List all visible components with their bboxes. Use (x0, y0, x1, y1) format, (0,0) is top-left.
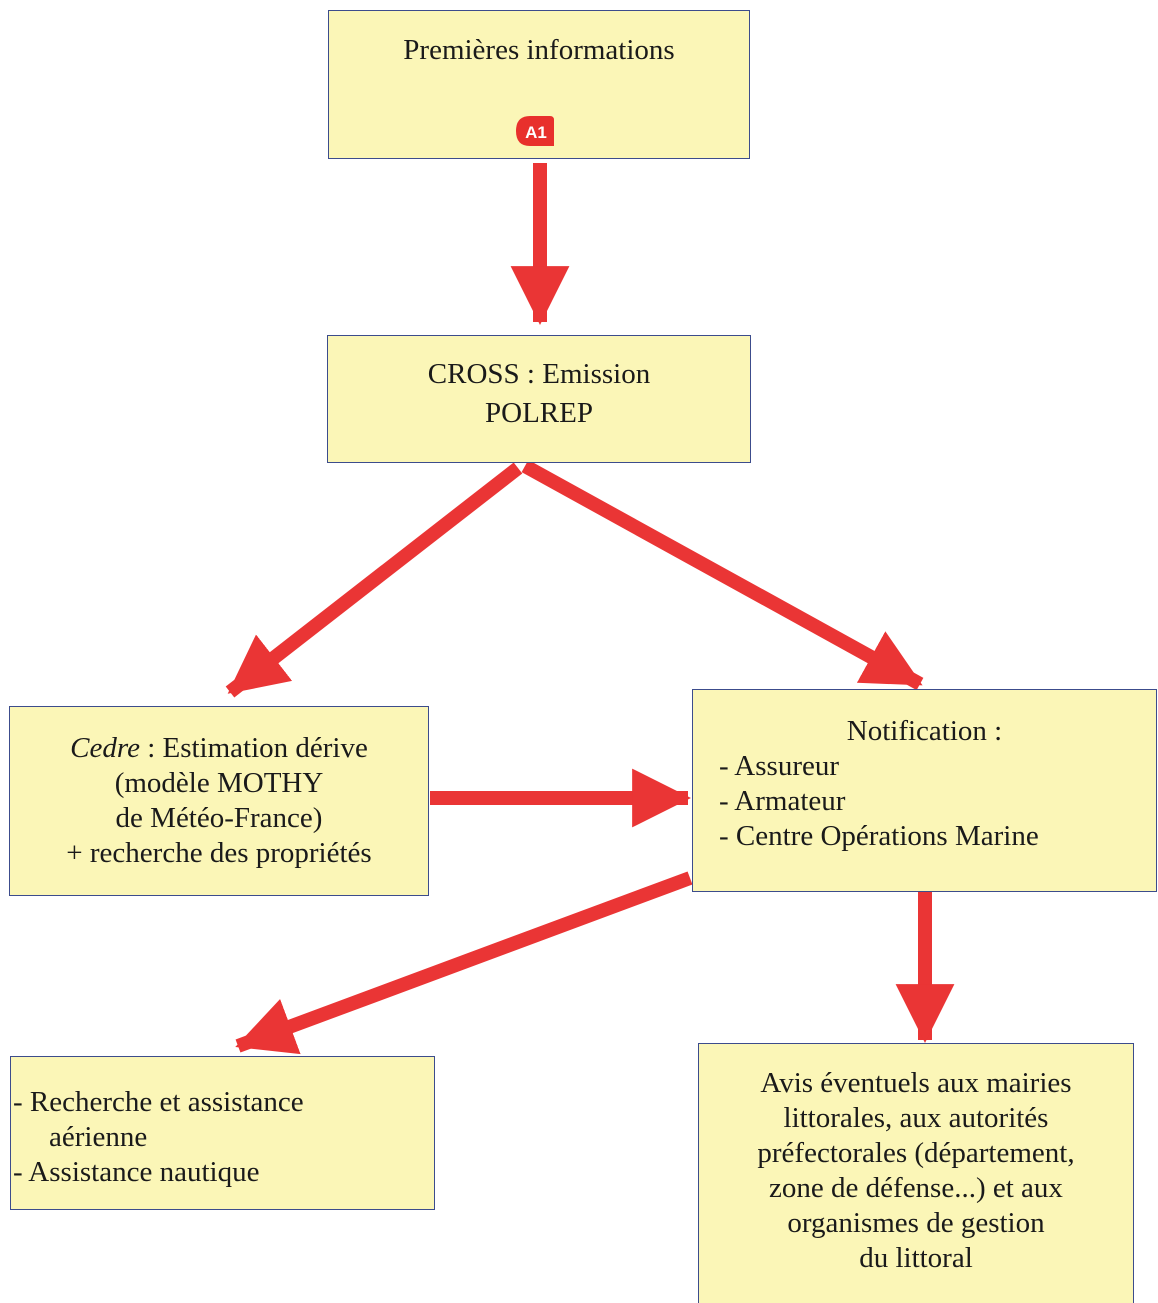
cedre-line-1-rest: : Estimation dérive (139, 732, 368, 764)
arrow-cross-to-notification (521, 459, 924, 691)
box-search-assistance: - Recherche et assistance aérienne - Ass… (10, 1056, 435, 1210)
cedre-line-2: (modèle MOTHY (114, 767, 324, 799)
notification-item-armateur: - Armateur (719, 785, 846, 817)
notification-title: Notification : (846, 715, 1003, 747)
box-avis-eventuels: Avis éventuels aux mairies littorales, a… (698, 1043, 1134, 1303)
avis-line-5: organismes de gestion (787, 1207, 1045, 1239)
a1-badge: A1 (512, 112, 556, 150)
search-line-1: - Recherche et assistance (13, 1086, 304, 1118)
notification-item-assureur: - Assureur (719, 750, 840, 782)
search-line-3: - Assistance nautique (13, 1156, 260, 1188)
avis-line-1: Avis éventuels aux mairies (760, 1067, 1072, 1099)
avis-line-6: du littoral (859, 1242, 973, 1274)
box-cedre-estimation: Cedre : Estimation dérive (modèle MOTHY … (9, 706, 429, 896)
box-cross-polrep: CROSS : Emission POLREP (327, 335, 751, 463)
first-information-title: Premières informations (403, 34, 675, 66)
cedre-line-4: + recherche des propriétés (66, 837, 372, 869)
cross-line-1: CROSS : Emission (427, 358, 651, 390)
cedre-line-3: de Météo-France) (115, 802, 323, 834)
avis-line-2: littorales, aux autorités (783, 1102, 1049, 1134)
a1-badge-label: A1 (525, 123, 547, 142)
notification-item-centre-operations: - Centre Opérations Marine (719, 820, 1039, 852)
cross-line-2: POLREP (485, 397, 593, 429)
arrow-notification-to-search (235, 871, 693, 1055)
avis-line-4: zone de défense...) et aux (769, 1172, 1063, 1204)
box-notification: Notification : - Assureur - Armateur - C… (692, 689, 1157, 892)
cedre-line-1: Cedre : Estimation dérive (10, 731, 428, 766)
box-first-information: Premières informations A1 (328, 10, 750, 159)
cedre-italic: Cedre (70, 732, 140, 764)
search-line-2: aérienne (49, 1121, 148, 1153)
avis-line-3: préfectorales (département, (757, 1137, 1075, 1169)
arrow-cross-to-cedre (225, 462, 523, 698)
